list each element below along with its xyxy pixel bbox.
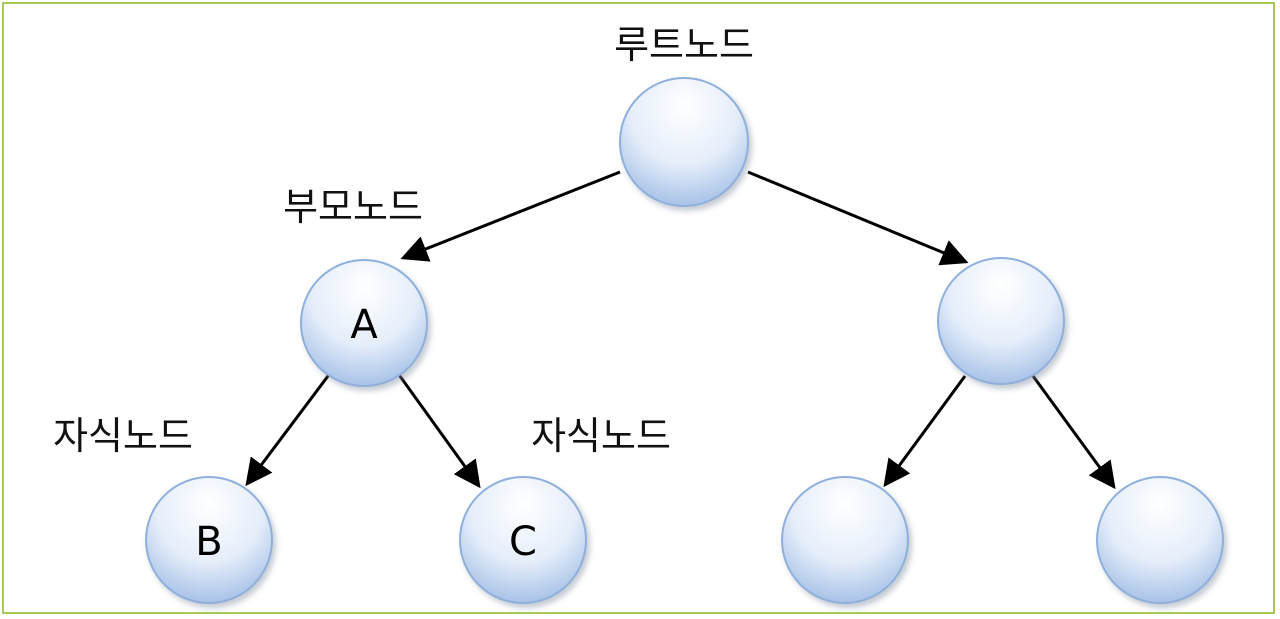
- edge-right-to-rr: [1031, 375, 1116, 490]
- node-b: B: [145, 476, 273, 604]
- node-root: [619, 77, 749, 207]
- node-right-right: [1096, 476, 1224, 604]
- node-c-label: C: [509, 519, 537, 565]
- parent-node-caption: 부모노드: [283, 185, 423, 229]
- node-b-label: B: [195, 519, 222, 565]
- node-a: A: [300, 259, 428, 387]
- child-node-caption-left: 자식노드: [53, 414, 193, 458]
- edge-root-to-a: [400, 170, 621, 262]
- edge-a-to-c: [395, 371, 481, 489]
- edge-right-to-rl: [883, 375, 967, 488]
- root-node-caption: 루트노드: [614, 23, 754, 67]
- child-node-caption-right: 자식노드: [531, 414, 671, 458]
- edge-root-to-right: [747, 170, 969, 266]
- edge-a-to-b: [245, 371, 333, 487]
- node-a-label: A: [350, 302, 378, 348]
- node-c: C: [459, 476, 587, 604]
- node-right-left: [781, 476, 909, 604]
- node-right: [937, 257, 1065, 385]
